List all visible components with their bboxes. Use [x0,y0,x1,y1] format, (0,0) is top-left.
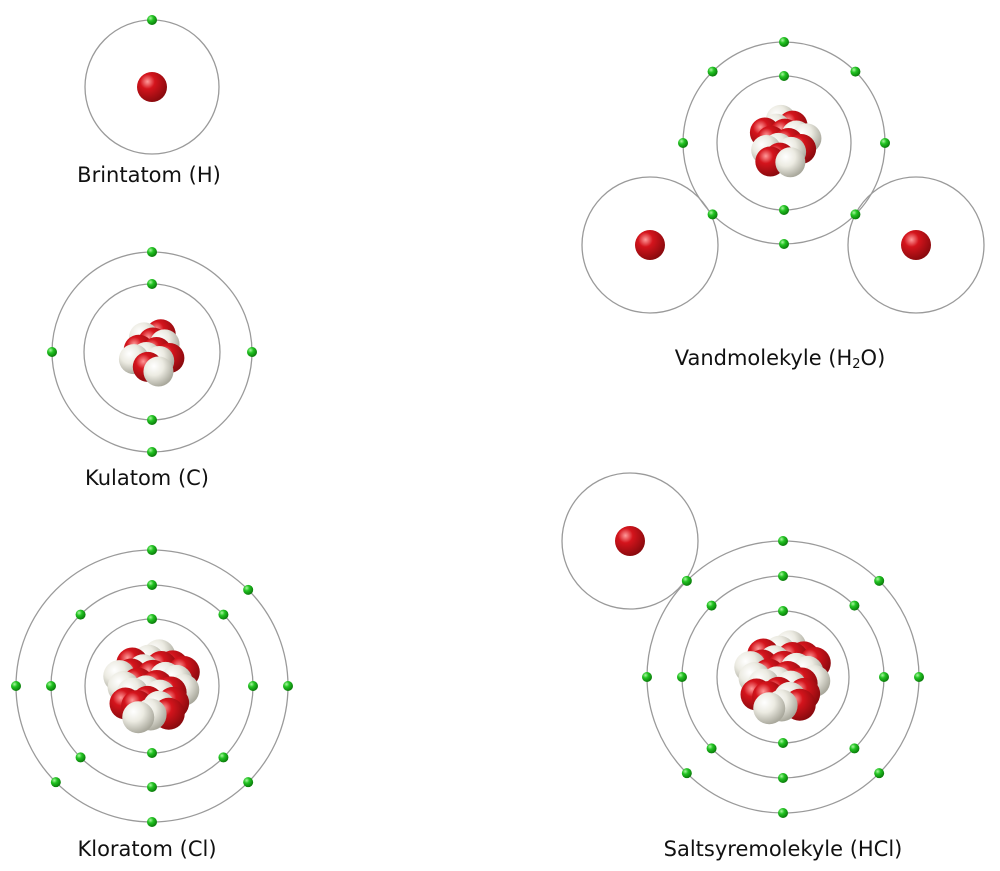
hydrogen-atom [84,15,220,155]
hcl-shell2-electron-6 [706,743,717,754]
water-oxygen-shell2-electron-7 [678,138,688,148]
chlorine-shell2-electron-4 [218,752,229,763]
hydrogen-proton [137,72,167,102]
water-molecule-label-main: Vandmolekyle (H [674,346,853,370]
hcl-hydrogen-shell [561,472,699,610]
hcl-molecule [561,472,924,818]
chlorine-shell2-electron-3 [248,681,258,691]
water-oxygen-shell2-electron-3 [880,138,890,148]
hcl-shell3-electron-7 [642,672,652,682]
chlorine-shell2-electron-5 [147,782,157,792]
chlorine-atom [11,545,293,827]
water-hydrogen-left-shell [581,176,719,314]
carbon-shell2-electron-1 [147,247,157,257]
chlorine-shell3-electron-3 [283,681,293,691]
hcl-shell3-electron-1 [778,536,788,546]
carbon-shell2-electron-2 [247,347,257,357]
carbon-shell1-electron-2 [147,415,157,425]
chlorine-shell3-electron-5 [147,817,157,827]
chlorine-shell3-electron-1 [147,545,157,555]
water-oxygen-shell1-electron-1 [779,71,789,81]
water-molecule-nuclei [635,104,931,260]
hydrogen-atom-electrons [147,15,157,25]
water-molecule-label-end: O) [860,346,886,370]
chlorine-shell3-electron-4 [243,777,254,788]
water-oxygen-shell2-electron-2 [850,66,861,77]
chlorine-atom-label: Kloratom (Cl) [77,837,217,861]
hcl-molecule-label: Saltsyremolekyle (HCl) [663,837,903,861]
water-oxygen-shell2-electron-5 [779,239,789,249]
water-molecule-label: Vandmolekyle (H2O) [674,346,886,372]
chlorine-shell3-electron-7 [11,681,21,691]
water-oxygen-shell2-electron-8 [707,66,718,77]
water-molecule-orbit-group [581,41,985,314]
carbon-shell2-electron-4 [47,347,57,357]
carbon-nucleus-particle-12 [143,356,174,387]
hcl-shell1-electron-2 [778,738,788,748]
chlorine-shell2-electron-7 [46,681,56,691]
hcl-shell3-electron-8 [681,575,692,586]
chlorine-shell1-electron-1 [147,614,157,624]
chlorine-shell2-electron-1 [147,580,157,590]
hcl-shell1-electron-1 [778,606,788,616]
water-hydrogen-right-shell [847,176,985,314]
chlorine-shell3-electron-6 [50,777,61,788]
chlorine-shell2-electron-2 [218,609,229,620]
chlorine-shell3-electron-2 [243,584,254,595]
carbon-atom-label: Kulatom (C) [84,466,210,490]
water-oxygen-nucleus-particle-16 [775,147,806,178]
hcl-shell3-electron-6 [681,768,692,779]
hcl-molecule-electrons [642,536,924,818]
hcl-shell2-electron-2 [849,600,860,611]
hcl-shell3-electron-3 [914,672,924,682]
hydrogen-atom-nucleus [137,72,167,102]
water-molecule-electrons [678,37,890,249]
chlorine-shell1-electron-2 [147,748,157,758]
hcl-shell3-electron-5 [778,808,788,818]
water-molecule-label-subscript: 2 [852,357,861,372]
hcl-shell2-electron-1 [778,571,788,581]
water-hydrogen-left-proton [635,230,665,260]
hcl-shell2-electron-4 [849,743,860,754]
carbon-atom-electrons [47,247,257,457]
carbon-atom [47,247,257,457]
hcl-shell3-electron-2 [874,575,885,586]
carbon-shell2-electron-3 [147,447,157,457]
water-oxygen-shell2-electron-6 [707,209,718,220]
hydrogen-electron-1 [147,15,157,25]
chlorine-atom-nucleus [103,639,200,734]
water-oxygen-shell1-electron-2 [779,205,789,215]
hcl-chlorine-nucleus-particle-28 [753,692,786,725]
chlorine-nucleus-particle-28 [122,701,155,734]
carbon-shell1-electron-1 [147,279,157,289]
water-oxygen-shell2-electron-1 [779,37,789,47]
chlorine-shell2-electron-8 [75,609,86,620]
water-oxygen-shell2-electron-4 [850,209,861,220]
hydrogen-atom-label: Brintatom (H) [77,163,221,187]
hcl-hydrogen-proton [615,526,645,556]
carbon-atom-nucleus [118,319,185,387]
hcl-molecule-orbit-group [561,472,920,814]
hcl-shell2-electron-5 [778,773,788,783]
hcl-shell2-electron-8 [706,600,717,611]
chlorine-atom-electrons [11,545,293,827]
water-hydrogen-right-proton [901,230,931,260]
hcl-molecule-nuclei [615,526,831,725]
hcl-shell2-electron-7 [677,672,687,682]
hcl-shell3-electron-4 [874,768,885,779]
water-molecule [581,37,985,314]
hcl-shell2-electron-3 [879,672,889,682]
chlorine-shell2-electron-6 [75,752,86,763]
